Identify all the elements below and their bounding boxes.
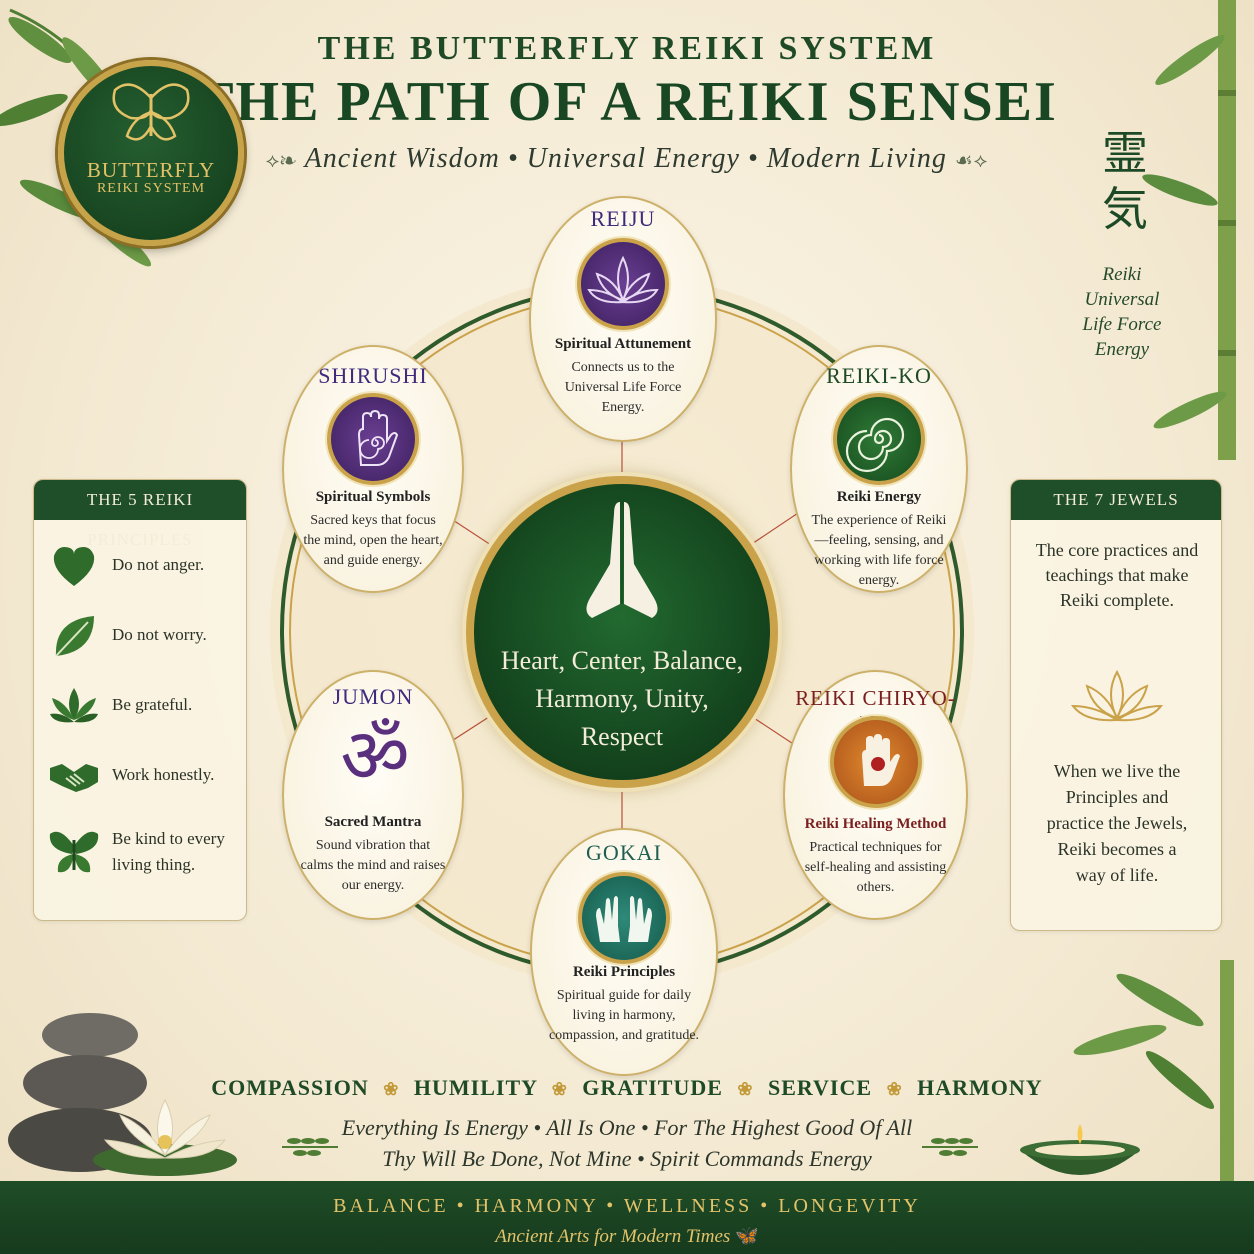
healing-hand-icon	[829, 716, 922, 808]
mottos: Everything Is Energy • All Is One • For …	[0, 1112, 1254, 1174]
principle-text: Work honestly.	[112, 765, 215, 784]
jewels-heading: THE 7 JEWELS	[1011, 480, 1221, 520]
jewels-panel: THE 7 JEWELS The core practices and teac…	[1010, 479, 1222, 931]
node-title: JUMON	[332, 684, 414, 709]
header-subtitle: THE BUTTERFLY REIKI SYSTEM	[317, 30, 937, 67]
om-icon: ॐ	[340, 711, 410, 800]
page-title: THE PATH OF A REIKI SENSEI	[196, 71, 1058, 133]
tagline: ⟡❧ Ancient Wisdom • Universal Energy • M…	[0, 143, 1254, 175]
tagline-text: Ancient Wisdom • Universal Energy • Mode…	[304, 143, 947, 174]
value-item: COMPASSION	[211, 1075, 369, 1100]
motto-line: Thy Will Be Done, Not Mine • Spirit Comm…	[382, 1146, 872, 1171]
lotus-icon	[50, 688, 98, 723]
lotus-outline-icon	[1070, 669, 1164, 722]
value-item: SERVICE	[768, 1075, 873, 1100]
jewels-description: The core practices and teachings that ma…	[1035, 540, 1199, 610]
lotus-separator-icon: ❀	[551, 1079, 568, 1099]
node-title: GOKAI	[586, 840, 662, 865]
lotus-separator-icon: ❀	[886, 1079, 903, 1099]
logo-title: BUTTERFLY	[86, 158, 216, 182]
node-description: The experience of Reiki—feeling, sensing…	[811, 513, 947, 588]
node-description: Sound vibration that calms the mind and …	[300, 838, 446, 893]
value-item: HARMONY	[917, 1075, 1043, 1100]
node-description: Sacred keys that focus the mind, open th…	[303, 513, 443, 568]
node-name: Sacred Mantra	[324, 814, 422, 830]
butterfly-icon	[112, 83, 190, 141]
principle-text: Do not anger.	[112, 555, 205, 574]
kanji-caption-line: Universal	[1084, 289, 1160, 310]
heart-icon	[53, 547, 95, 586]
reiki-kanji: 霊気	[1102, 126, 1148, 236]
hand-spiral-icon	[327, 393, 419, 485]
principle-text: Do not worry.	[112, 625, 207, 644]
logo-subtitle: REIKI SYSTEM	[96, 181, 206, 196]
center-circle: Heart, Center, Balance, Harmony, Unity, …	[466, 476, 778, 788]
node-name: Spiritual Attunement	[554, 336, 692, 352]
kanji-caption-line: Energy	[1094, 339, 1150, 360]
values-row: COMPASSION ❀ HUMILITY ❀ GRATITUDE ❀ SERV…	[0, 1075, 1254, 1101]
node-title: REIJU	[590, 206, 656, 231]
open-hands-icon	[578, 872, 670, 964]
node-description: Connects us to the Universal Life Force …	[564, 360, 682, 415]
footer-band: BALANCE • HARMONY • WELLNESS • LONGEVITY…	[0, 1181, 1254, 1254]
lotus-icon	[577, 238, 669, 330]
butterfly-small-icon: 🦋	[735, 1226, 759, 1247]
value-item: GRATITUDE	[582, 1075, 723, 1100]
kanji-caption-line: Life Force	[1082, 314, 1162, 335]
node-jumon: JUMON ॐ Sacred Mantra Sound vibration th…	[282, 670, 464, 920]
node-name: Reiki Principles	[572, 964, 676, 980]
footer-slogan-text: Ancient Arts for Modern Times	[495, 1226, 731, 1247]
center-text: Heart, Center, Balance, Harmony, Unity, …	[500, 646, 744, 751]
lotus-separator-icon: ❀	[383, 1079, 400, 1099]
leaf-icon	[55, 616, 94, 657]
node-reiju: REIJU Spiritual Attunement Connects us t…	[529, 196, 717, 442]
flourish-left-icon: ⟡❧	[265, 150, 298, 172]
butterfly-reiki-logo: BUTTERFLY REIKI SYSTEM	[58, 60, 244, 246]
node-title: SHIRUSHI	[318, 363, 428, 388]
node-name: Spiritual Symbols	[315, 489, 431, 505]
butterfly-icon	[49, 831, 99, 873]
lotus-separator-icon: ❀	[737, 1079, 754, 1099]
handshake-icon	[50, 764, 98, 792]
node-reiki-ko: REIKI-KO Reiki Energy The experience of …	[790, 345, 968, 593]
principle-text: Be grateful.	[112, 695, 193, 714]
kanji-caption: Reiki Universal Life Force Energy	[1060, 262, 1184, 362]
flourish-right-icon: ☙⟡	[954, 150, 989, 172]
motto-line: Everything Is Energy • All Is One • For …	[341, 1115, 913, 1140]
principles-panel: THE 5 REIKI PRINCIPLES Do not anger. Do …	[33, 479, 247, 921]
principles-heading: THE 5 REIKI PRINCIPLES	[34, 480, 246, 549]
node-name: Reiki Healing Method	[804, 816, 947, 832]
praying-hands-icon	[586, 502, 658, 618]
node-description: Practical techniques for self-healing an…	[804, 840, 947, 895]
node-shirushi: SHIRUSHI Spiritual Symbols Sacred keys t…	[282, 345, 464, 593]
footer-values: BALANCE • HARMONY • WELLNESS • LONGEVITY	[333, 1195, 921, 1217]
jewels-footer-text: When we live the Principles and practice…	[1046, 761, 1188, 885]
node-name: Reiki Energy	[836, 489, 922, 505]
node-gokai: GOKAI Reiki Principles Spiritual guide f…	[530, 828, 718, 1076]
node-title: REIKI-KO	[826, 363, 932, 388]
node-reiki-chiryo-ho: REIKI CHIRYO-HO Reiki Healing Method Pra…	[783, 670, 968, 920]
principle-text: Be kind to every living thing.	[112, 829, 225, 874]
footer-slogan: Ancient Arts for Modern Times 🦋	[0, 1224, 1254, 1248]
spiral-icon	[833, 393, 925, 485]
node-description: Spiritual guide for daily living in harm…	[548, 988, 700, 1043]
value-item: HUMILITY	[413, 1075, 538, 1100]
kanji-caption-line: Reiki	[1102, 264, 1142, 285]
